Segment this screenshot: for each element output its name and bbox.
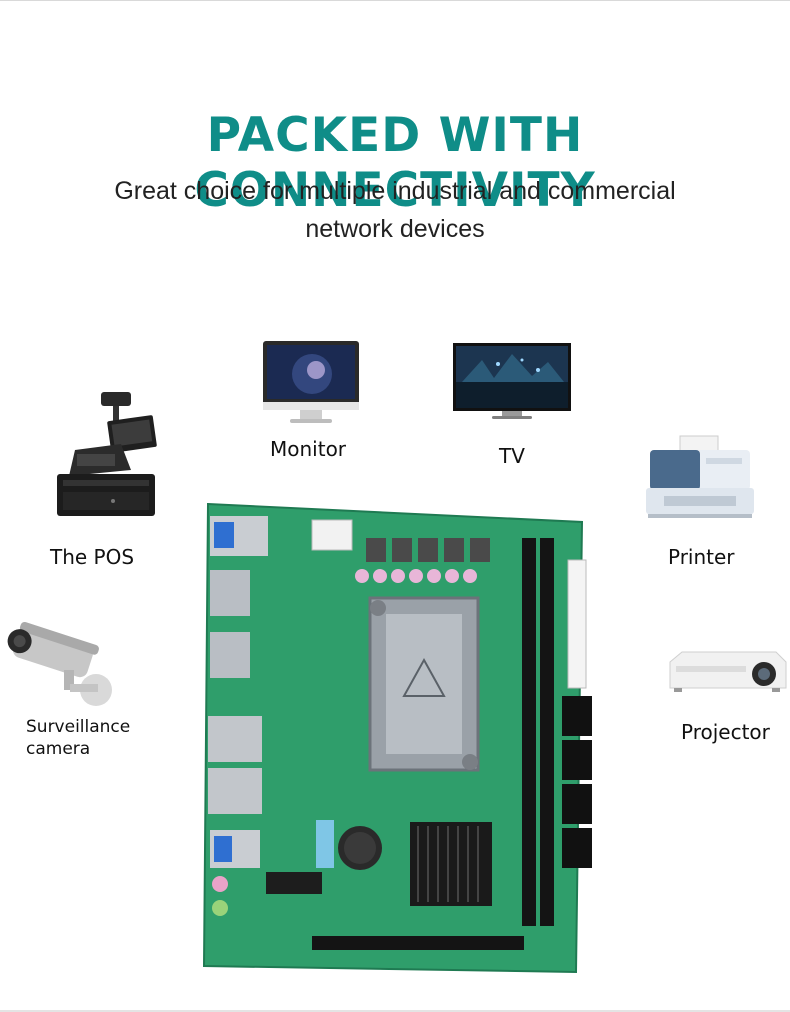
projector-icon: [664, 644, 790, 696]
monitor-icon: [262, 340, 360, 426]
tv-label: TV: [499, 444, 525, 468]
top-divider: [0, 0, 790, 1]
camera-label-line-1: Surveillance: [26, 717, 131, 737]
printer-icon: [644, 434, 756, 520]
motherboard-icon: [196, 500, 592, 976]
camera-label-line-2: camera: [26, 739, 91, 759]
headline: PACKED WITH CONNECTIVITY: [194, 108, 596, 218]
tv-icon: [452, 342, 572, 420]
subheadline-line-2: network devices: [305, 215, 485, 243]
printer-label: Printer: [668, 545, 735, 569]
bottom-divider: [0, 1010, 790, 1012]
projector-label: Projector: [681, 720, 770, 744]
monitor-label: Monitor: [270, 437, 347, 461]
subheadline: Great choice for multiple industrial and…: [95, 172, 695, 248]
subheadline-line-1: Great choice for multiple industrial and…: [114, 177, 676, 205]
pos-label: The POS: [50, 545, 135, 569]
camera-label: Surveillance camera: [26, 716, 130, 760]
security-camera-icon: [2, 618, 120, 708]
pos-terminal-icon: [55, 388, 159, 520]
